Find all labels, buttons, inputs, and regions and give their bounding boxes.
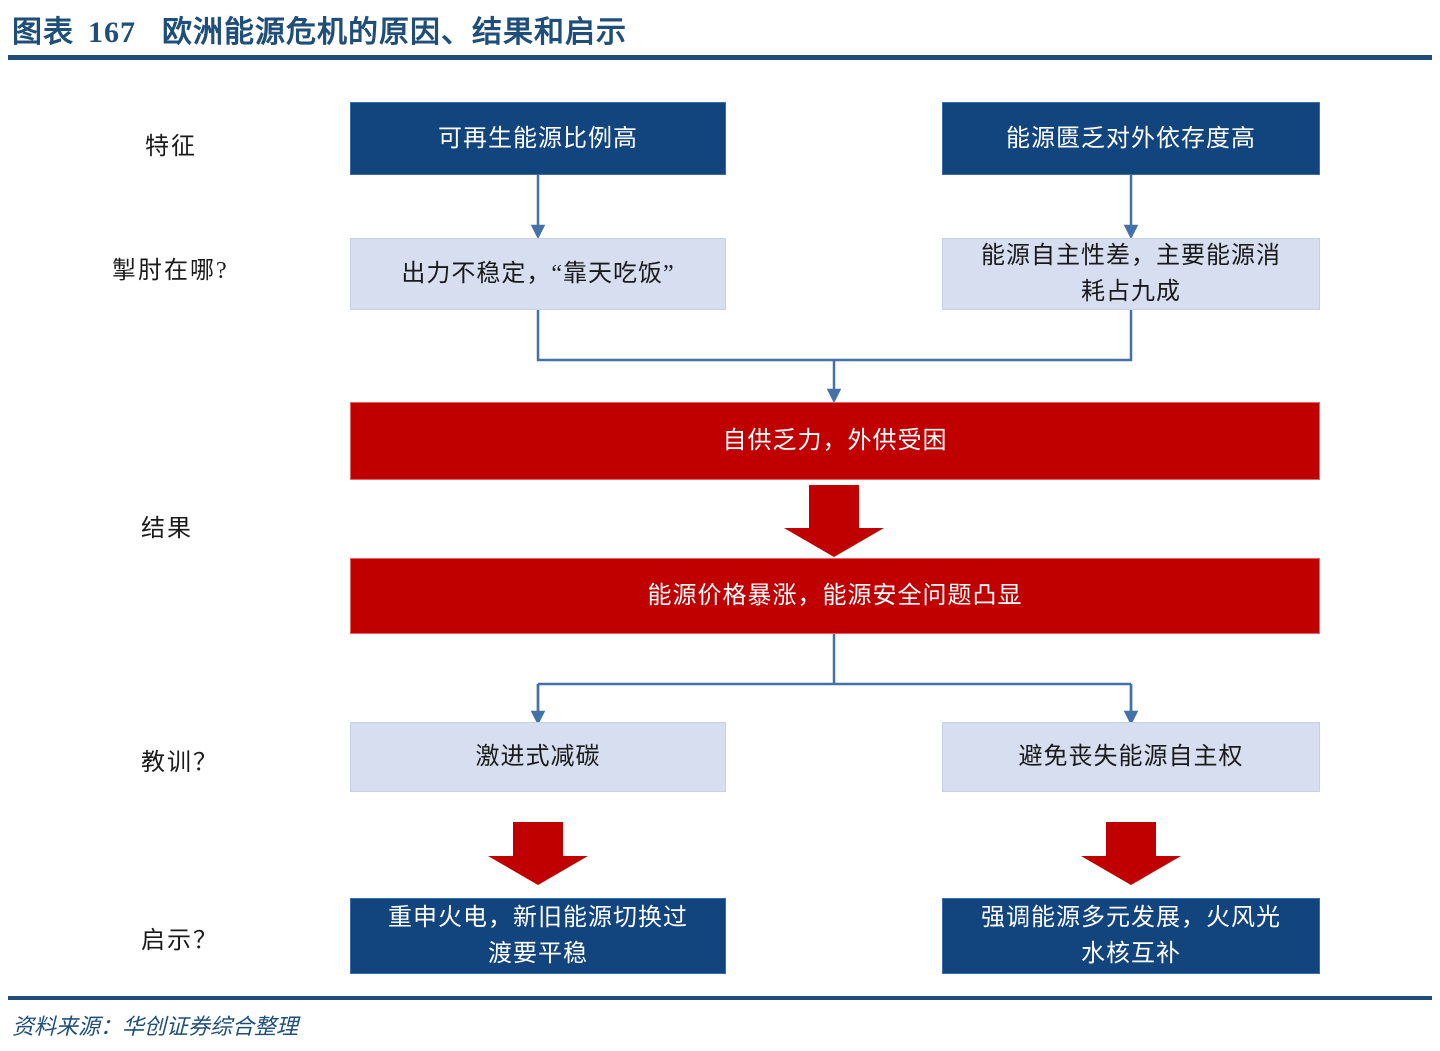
connector-split-to-lessons: [530, 634, 1139, 726]
node-constraint-left[interactable]: 出力不稳定，“靠天吃饭”: [350, 238, 726, 310]
node-implication-right[interactable]: 强调能源多元发展，火风光 水核互补: [942, 898, 1320, 974]
node-result-top[interactable]: 自供乏力，外供受困: [350, 402, 1320, 480]
block-arrow-result-top-to-bottom: [784, 485, 884, 557]
node-constraint-right[interactable]: 能源自主性差，主要能源消 耗占九成: [942, 238, 1320, 310]
figure-title-text: 欧洲能源危机的原因、结果和启示: [162, 16, 627, 49]
node-implication-left[interactable]: 重申火电，新旧能源切换过 渡要平稳: [350, 898, 726, 974]
node-lesson-right[interactable]: 避免丧失能源自主权: [942, 722, 1320, 792]
row-label-features: 特征: [145, 134, 197, 160]
row-label-results: 结果: [141, 516, 193, 542]
source-note: 资料来源：华创证券综合整理: [12, 1014, 299, 1039]
chart-header: 图表 167 欧洲能源危机的原因、结果和启示: [0, 0, 1440, 62]
block-arrow-lesson-left-to-implication-left: [488, 822, 588, 885]
node-feature-left[interactable]: 可再生能源比例高: [350, 102, 726, 175]
row-label-constraints: 掣肘在哪?: [112, 258, 229, 284]
footer-divider: [8, 996, 1432, 1000]
header-divider: [8, 55, 1432, 60]
figure-number: 167: [88, 16, 136, 49]
page-title: 图表 167 欧洲能源危机的原因、结果和启示: [12, 7, 627, 51]
block-arrow-lesson-right-to-implication-right: [1081, 822, 1181, 885]
row-label-implications: 启示？: [141, 928, 219, 954]
connector-merge-to-result-top: [536, 310, 1133, 404]
node-result-bottom[interactable]: 能源价格暴涨，能源安全问题凸显: [350, 558, 1320, 634]
node-lesson-left[interactable]: 激进式减碳: [350, 722, 726, 792]
node-feature-right[interactable]: 能源匮乏对外依存度高: [942, 102, 1320, 175]
row-label-lessons: 教训？: [141, 750, 219, 776]
figure-label: 图表: [12, 16, 74, 49]
